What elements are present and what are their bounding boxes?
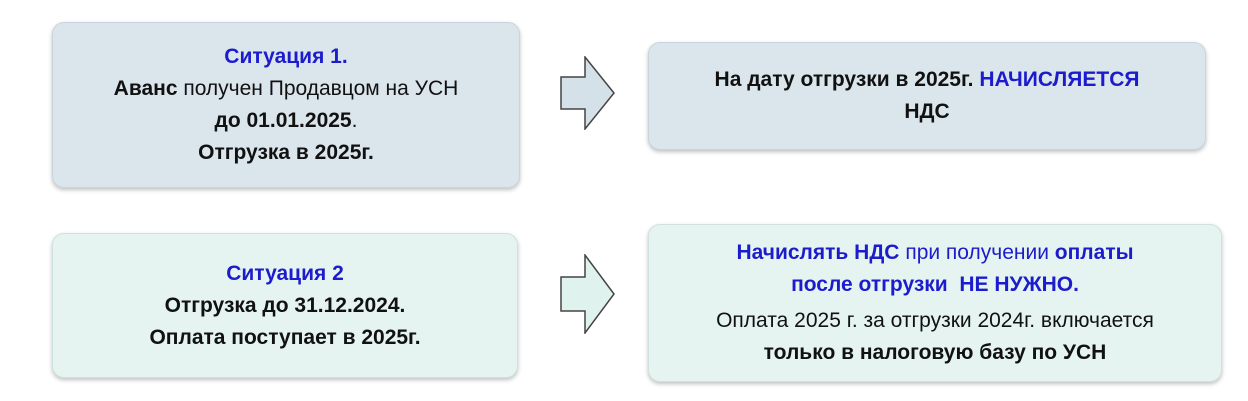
payment-text: оплаты — [1054, 241, 1134, 264]
situation-2-box: Ситуация 2 Отгрузка до 31.12.2024. Оплат… — [52, 233, 518, 378]
situation-2-title: Ситуация 2 — [226, 261, 344, 285]
situation-1-line1: Аванс получен Продавцом на УСН — [114, 73, 459, 105]
advance-text: получен Продавцом на УСН — [177, 77, 459, 100]
on-receipt-text: при получении — [899, 241, 1055, 264]
accrued-label: НАЧИСЛЯЕТСЯ — [979, 68, 1140, 91]
arrow-right-icon — [560, 56, 615, 130]
result-2-line2: после отгрузки НЕ НУЖНО. — [791, 273, 1079, 296]
result-1-line1: На дату отгрузки в 2025г. НАЧИСЛЯЕТСЯ — [715, 64, 1140, 96]
period: . — [351, 109, 358, 132]
result-2-box: Начислять НДС при получении оплаты после… — [648, 224, 1222, 382]
situation-1-title: Ситуация 1. — [224, 45, 348, 68]
arrow-right-icon — [560, 254, 615, 334]
result-2-line1: Начислять НДС при получении оплаты — [736, 237, 1133, 269]
shipment-date-text: На дату отгрузки в 2025г. — [714, 68, 980, 91]
result-2-line3: Оплата 2025 г. за отгрузки 2024г. включа… — [716, 309, 1154, 332]
result-2-line4: только в налоговую базу по УСН — [763, 341, 1107, 364]
result-1-line2: НДС — [904, 100, 950, 123]
situation-1-line3: Отгрузка в 2025г. — [198, 141, 374, 164]
result-1-box: На дату отгрузки в 2025г. НАЧИСЛЯЕТСЯ НД… — [648, 42, 1206, 150]
situation-1-line2: до 01.01.2025. — [215, 105, 358, 137]
situation-2-line2: Оплата поступает в 2025г. — [149, 325, 421, 349]
situation-1-box: Ситуация 1. Аванс получен Продавцом на У… — [52, 22, 520, 188]
advance-label: Аванс — [113, 77, 178, 100]
date-label: до 01.01.2025 — [214, 109, 352, 132]
vat-accrual-text: Начислять НДС — [736, 241, 900, 264]
situation-2-line1: Отгрузка до 31.12.2024. — [164, 293, 406, 317]
